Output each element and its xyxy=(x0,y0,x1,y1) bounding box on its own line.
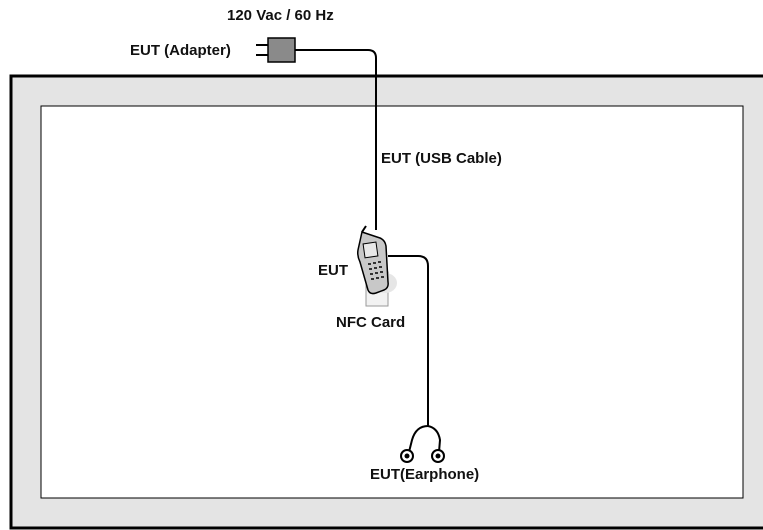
usb-cable-line xyxy=(295,49,377,230)
earphone-left-icon xyxy=(400,449,414,463)
power-supply-label: 120 Vac / 60 Hz xyxy=(227,7,334,24)
earphone-split-left xyxy=(408,425,429,453)
earphone-cable-line xyxy=(388,255,429,426)
earphone-split-right xyxy=(427,425,442,453)
adapter-label: EUT (Adapter) xyxy=(130,42,231,59)
inner-test-area xyxy=(40,105,744,499)
earphone-right-icon xyxy=(431,449,445,463)
nfc-card-label: NFC Card xyxy=(336,314,406,331)
eut-label: EUT xyxy=(318,262,348,279)
usb-cable-label: EUT (USB Cable) xyxy=(381,150,502,167)
mobile-phone-icon xyxy=(357,225,389,295)
adapter-plug-icon xyxy=(256,37,296,63)
earphone-label: EUT(Earphone) xyxy=(370,466,480,483)
